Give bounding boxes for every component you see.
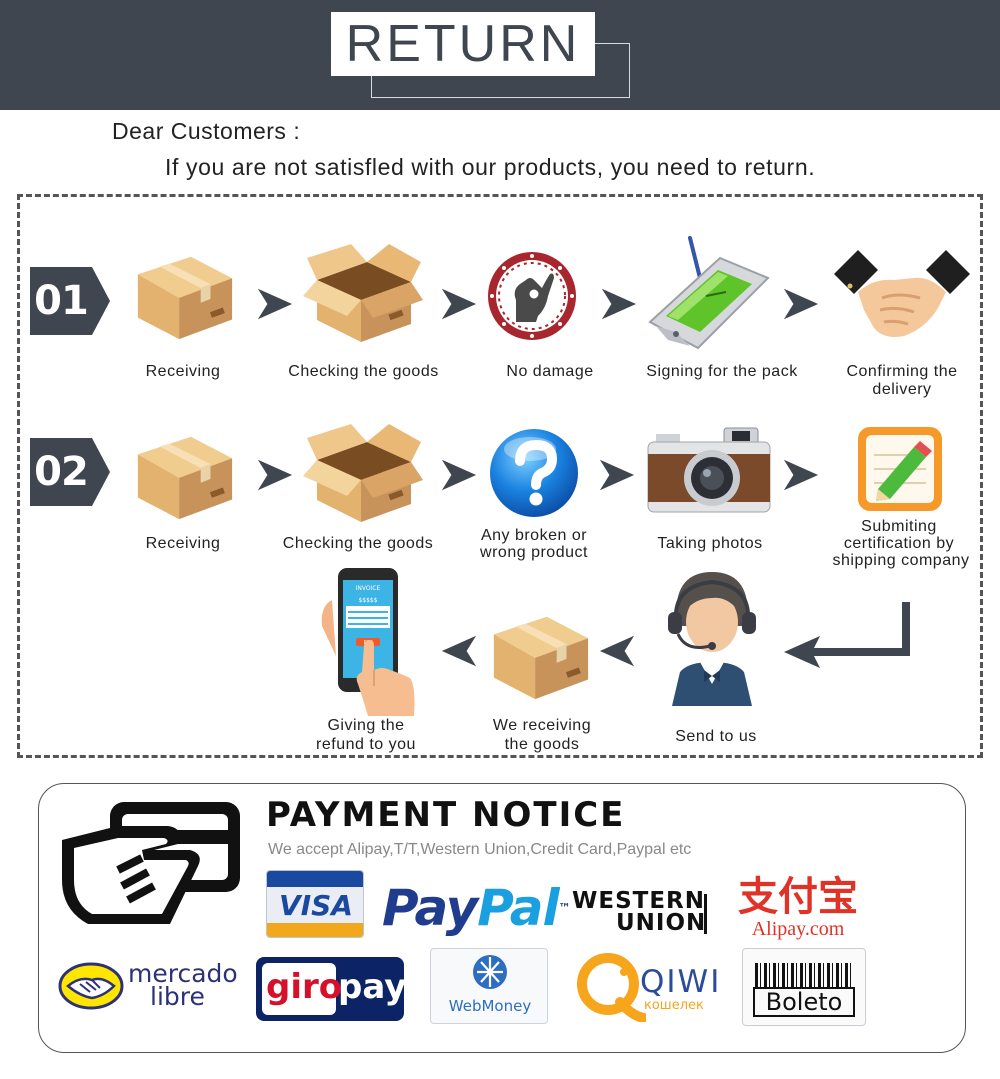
step-badge-01: 01 [30,267,110,335]
webmoney-globe-icon [473,955,507,989]
boleto-text: Boleto [765,988,843,1016]
step-label: Taking photos [657,535,763,552]
payment-subtitle: We accept Alipay,T/T,Western Union,Credi… [268,841,692,858]
step-receiving [130,424,238,524]
arrow-right-icon [440,456,478,494]
step-send-to-us [666,566,758,706]
step-label: delivery [872,381,932,398]
greeting-text: Dear Customers : [112,118,301,144]
step-label: Checking the goods [282,535,434,552]
card-in-hand-icon [62,802,240,924]
arrow-right-icon [440,285,478,323]
handshake-icon [834,250,970,337]
paypal-tm: ™ [558,901,571,915]
title-box: RETURN [331,12,595,76]
step-confirming [834,248,970,344]
union-text: UNION [616,910,707,936]
step-label: Send to us [675,728,757,745]
box-open-icon [302,240,424,345]
phone-invoice-text: INVOICE [356,585,381,592]
process-frame [17,194,983,758]
return-arrow-icon [784,602,910,668]
mercado-text: mercado [128,959,238,988]
step-checking [302,420,424,525]
step-photos [646,426,772,514]
western-text: WESTERN [572,888,706,914]
boleto-logo: Boleto [742,948,866,1026]
visa-text: VISA [279,889,353,922]
step-label: No damage [506,363,594,380]
arrow-right-icon [598,456,636,494]
badge-number: 02 [30,438,92,506]
payment-title: PAYMENT NOTICE [266,795,626,835]
alipay-text: Alipay.com [751,918,845,940]
certificate-icon [858,427,942,511]
visa-logo: VISA [266,870,364,938]
step-label: refund to you [316,736,416,753]
step-badge-02: 02 [30,438,110,506]
box-closed-icon [130,424,238,524]
step-label: Submiting [861,518,937,535]
paypal-text-b: Pal [477,879,559,937]
pda-signing-icon [648,236,770,350]
step-label: We receiving [492,717,592,734]
step-receiving [130,244,238,344]
page-title: RETURN [345,15,581,73]
intro-message: If you are not satisfled with our produc… [165,154,816,180]
ok-seal-icon [488,252,576,340]
step-label: Giving the [327,717,405,734]
step-no-damage [486,250,578,342]
step-refund: INVOICE $$$$$ PAY [318,566,418,716]
webmoney-text: WebMoney [448,997,532,1015]
step-label: Signing for the pack [646,363,798,380]
step-we-receiving [486,604,594,704]
step-label: wrong product [480,544,588,561]
step-label: Checking the goods [288,363,439,380]
mercado-libre-handshake-icon [58,962,124,1010]
arrow-right-icon [600,285,638,323]
step-label: Receiving [145,363,221,380]
payment-notice-box [38,783,966,1053]
mercado-libre-logo: mercado libre [128,959,238,1011]
qiwi-sub-text: кошелек [644,998,704,1013]
paypal-text-a: Pay [382,879,478,937]
step-label: Any broken or [480,527,588,544]
step-label: Receiving [145,535,221,552]
step-checking [302,240,424,345]
support-agent-icon [668,572,756,706]
giro-text: giro [266,967,343,1007]
phone-invoice-icon: INVOICE $$$$$ PAY [321,568,415,716]
pay-text: pay [338,967,407,1007]
step-label: the goods [504,736,580,753]
step-label: Confirming the [846,363,958,380]
box-open-icon [302,420,424,525]
step-label: shipping company [832,552,970,569]
arrow-left-icon [598,632,636,670]
box-closed-icon [486,604,594,704]
arrow-right-icon [256,456,294,494]
arrow-right-icon [256,285,294,323]
step-label: certification by [843,535,955,552]
libre-text: libre [150,982,205,1011]
camera-icon [647,427,771,513]
arrow-right-icon [782,285,820,323]
step-broken [488,427,580,519]
question-icon [490,429,578,517]
paypal-logo: PayPal™ [382,879,571,937]
phone-amount-text: $$$$$ [358,597,377,604]
step-signing [646,236,772,356]
qiwi-text: QIWI [640,964,722,1000]
arrow-left-icon [440,632,478,670]
step-certificate [856,425,944,513]
western-union-logo: WESTERN UNION [572,888,718,936]
alipay-cn-text: 支付宝 [738,875,858,919]
qiwi-circle-icon [577,953,646,1022]
arrow-right-icon [782,456,820,494]
webmoney-logo: WebMoney [430,948,548,1024]
badge-number: 01 [30,267,92,335]
alipay-logo: 支付宝 Alipay.com [736,876,860,940]
giropay-logo: giro pay [256,957,407,1021]
box-closed-icon [130,244,238,344]
